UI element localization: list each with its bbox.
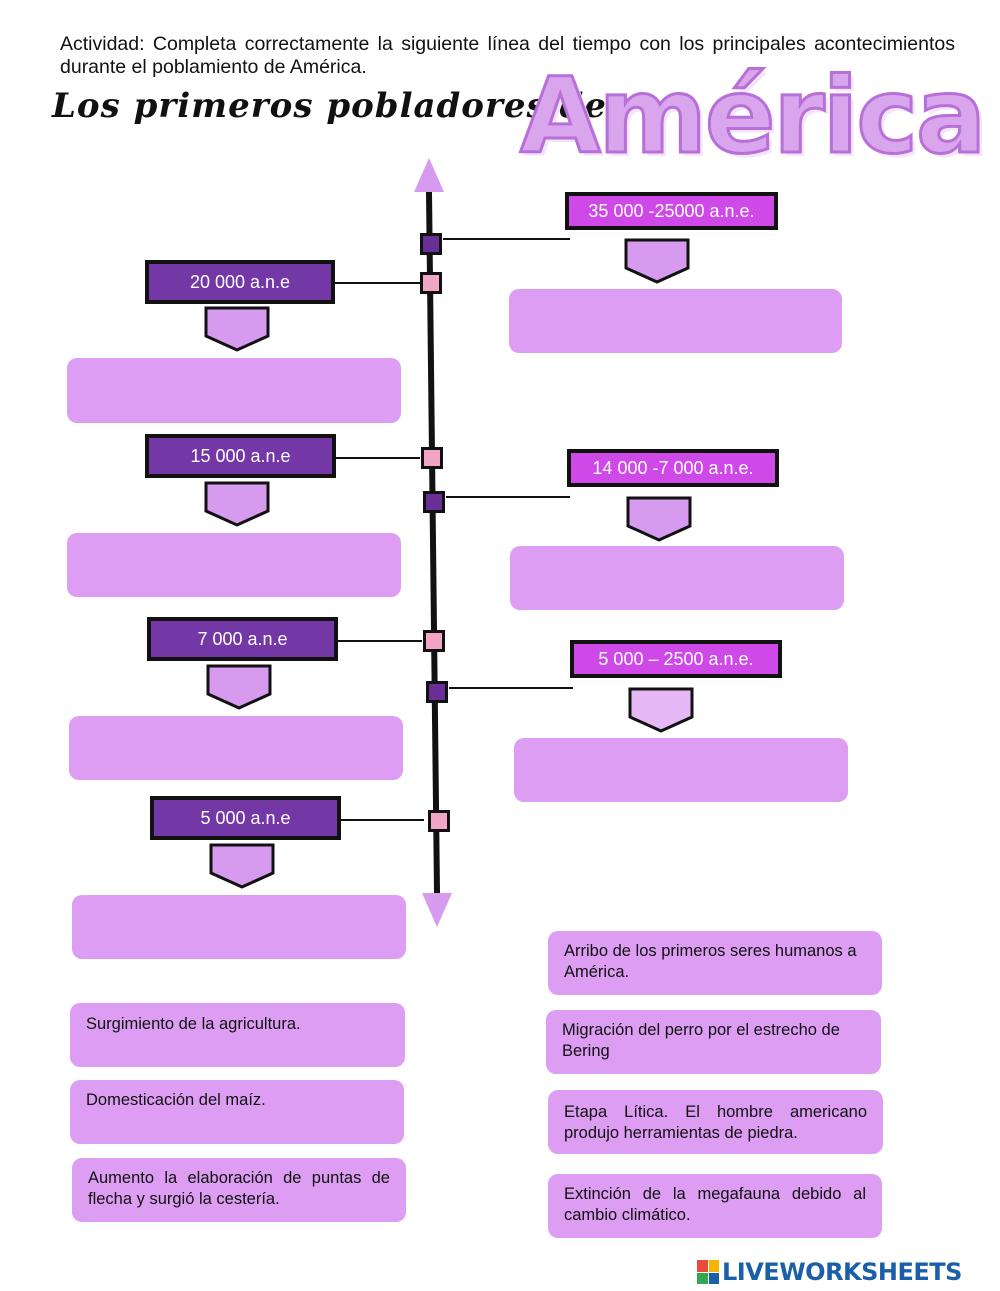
- date-label-right: 5 000 – 2500 a.n.e.: [570, 640, 782, 678]
- option-card-right-3[interactable]: Etapa Lítica. El hombre americano produj…: [548, 1090, 883, 1154]
- connector-left-2: [334, 457, 420, 459]
- date-label-left: 20 000 a.n.e: [145, 260, 335, 304]
- connector-left-3: [336, 640, 422, 642]
- timeline-marker: [421, 447, 443, 469]
- option-card-right-1[interactable]: Arribo de los primeros seres humanos a A…: [548, 931, 882, 995]
- logo-text: LIVEWORKSHEETS: [722, 1258, 962, 1286]
- connector-right-1: [443, 238, 570, 240]
- answer-box-right-3[interactable]: [514, 738, 848, 802]
- date-label-left: 15 000 a.n.e: [145, 434, 336, 478]
- date-label-right: 35 000 -25000 a.n.e.: [565, 192, 778, 230]
- drop-target-icon[interactable]: [209, 843, 275, 889]
- connector-left-4: [338, 819, 424, 821]
- connector-right-2: [446, 496, 570, 498]
- drop-target-icon[interactable]: [628, 687, 694, 733]
- drop-target-icon[interactable]: [624, 238, 690, 284]
- timeline-marker: [420, 272, 442, 294]
- connector-right-3: [449, 687, 573, 689]
- option-card-left-1[interactable]: Surgimiento de la agricultura.: [70, 1003, 405, 1067]
- answer-box-right-1[interactable]: [509, 289, 842, 353]
- connector-left-1: [334, 282, 420, 284]
- timeline-arrow-down-icon: [422, 893, 452, 927]
- date-label-left: 5 000 a.n.e: [150, 796, 341, 840]
- drop-target-icon[interactable]: [626, 496, 692, 542]
- date-label-right: 14 000 -7 000 a.n.e.: [567, 449, 779, 487]
- timeline-arrow-up-icon: [414, 158, 444, 192]
- date-label-left: 7 000 a.n.e: [147, 617, 338, 661]
- liveworksheets-logo: LIVEWORKSHEETS: [697, 1258, 962, 1286]
- title-script: Los primeros pobladores de: [52, 86, 607, 126]
- timeline-marker: [423, 491, 445, 513]
- timeline-marker: [426, 681, 448, 703]
- answer-box-left-2[interactable]: [67, 533, 401, 597]
- answer-box-right-2[interactable]: [510, 546, 844, 610]
- option-card-right-2[interactable]: Migración del perro por el estrecho de B…: [546, 1010, 881, 1074]
- answer-box-left-3[interactable]: [69, 716, 403, 780]
- answer-box-left-4[interactable]: [72, 895, 406, 959]
- liveworksheets-logo-icon: [697, 1260, 719, 1284]
- option-card-left-2[interactable]: Domesticación del maíz.: [70, 1080, 404, 1144]
- title-america: América: [518, 55, 987, 177]
- option-card-left-3[interactable]: Aumento la elaboración de puntas de flec…: [72, 1158, 406, 1222]
- drop-target-icon[interactable]: [206, 664, 272, 710]
- option-card-right-4[interactable]: Extinción de la megafauna debido al camb…: [548, 1174, 882, 1238]
- timeline-marker: [428, 810, 450, 832]
- drop-target-icon[interactable]: [204, 481, 270, 527]
- timeline-marker: [423, 630, 445, 652]
- answer-box-left-1[interactable]: [67, 358, 401, 423]
- drop-target-icon[interactable]: [204, 306, 270, 352]
- timeline-marker: [420, 233, 442, 255]
- instructions-text: Actividad: Completa correctamente la sig…: [60, 33, 955, 78]
